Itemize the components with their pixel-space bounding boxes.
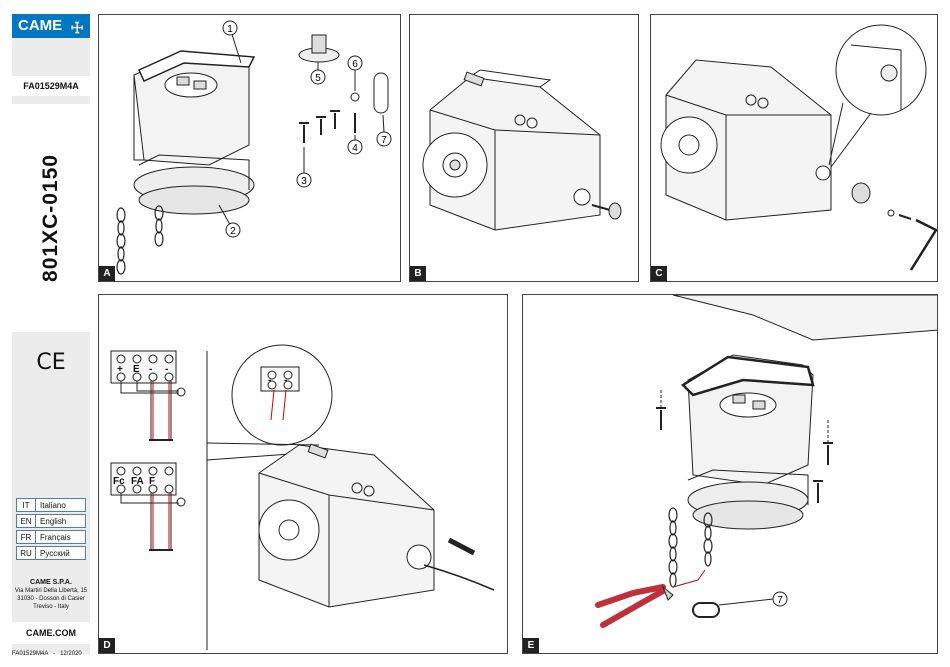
language-name: Italiano bbox=[35, 498, 86, 512]
panel-d-illustration: + E - - Fc FA F - - bbox=[110, 344, 495, 650]
language-name: Русский bbox=[35, 546, 86, 560]
ce-mark: CE bbox=[36, 350, 66, 375]
terminal-label: Fc bbox=[113, 476, 125, 487]
language-code: FR bbox=[16, 530, 35, 544]
panel-a-label: A bbox=[99, 266, 115, 281]
callout-7: 7 bbox=[777, 595, 783, 606]
language-item-ru[interactable]: RU Русский bbox=[16, 546, 86, 560]
model-box: 801XC-0150 bbox=[12, 104, 90, 332]
language-code: EN bbox=[16, 514, 35, 528]
page-footer: FA01529M4A - 12/2020 bbox=[12, 651, 82, 657]
panel-b-illustration bbox=[422, 69, 622, 231]
terminal-label: - bbox=[165, 364, 168, 375]
language-name: English bbox=[35, 514, 86, 528]
panel-a-illustration: 1 2 3 4 5 6 7 bbox=[116, 20, 392, 275]
language-item-en[interactable]: EN English bbox=[16, 514, 86, 528]
footer-separator: - bbox=[53, 651, 56, 657]
terminal-label: + bbox=[117, 364, 123, 375]
terminal-label: FA bbox=[131, 476, 144, 487]
language-item-fr[interactable]: FR Français bbox=[16, 530, 86, 544]
panel-e: 7 E bbox=[522, 294, 938, 654]
brand-name: CAME bbox=[18, 17, 63, 34]
panel-d: + E - - Fc FA F - - D bbox=[98, 294, 508, 654]
terminal-label: - bbox=[284, 375, 287, 386]
footer-date: 12/2020 bbox=[60, 651, 82, 657]
terminal-label: E bbox=[133, 364, 140, 375]
callout-5: 5 bbox=[315, 73, 321, 84]
sidebar: CAME ☩ FA01529M4A 801XC-0150 CE IT Itali… bbox=[12, 14, 90, 654]
terminal-label: - bbox=[149, 364, 152, 375]
company-address-line: 31030 - Dosson di Casier bbox=[17, 596, 85, 602]
footer-code: FA01529M4A bbox=[12, 651, 49, 657]
panel-b: B bbox=[409, 14, 639, 282]
callout-4: 4 bbox=[352, 143, 358, 154]
terminal-label: - bbox=[268, 375, 271, 386]
panel-e-illustration: 7 bbox=[595, 295, 937, 628]
company-address-line: Treviso - Italy bbox=[33, 604, 69, 610]
company-name: CAME S.P.A. bbox=[30, 579, 72, 586]
language-list: IT Italiano EN English FR Français RU Ру… bbox=[16, 498, 86, 562]
panel-c: C bbox=[650, 14, 938, 282]
language-code: IT bbox=[16, 498, 35, 512]
panel-c-illustration bbox=[660, 24, 937, 271]
brand-logo: CAME ☩ bbox=[12, 14, 90, 38]
language-code: RU bbox=[16, 546, 35, 560]
terminal-label: F bbox=[149, 476, 155, 487]
panel-d-label: D bbox=[99, 638, 115, 653]
brand-mark-icon: ☩ bbox=[70, 20, 84, 37]
company-address-line: Via Martiri Della Libertà, 15 bbox=[14, 588, 88, 594]
panel-e-label: E bbox=[523, 638, 539, 653]
website-link[interactable]: CAME.COM bbox=[12, 622, 90, 644]
callout-6: 6 bbox=[352, 59, 358, 70]
document-code: FA01529M4A bbox=[12, 76, 90, 96]
language-item-it[interactable]: IT Italiano bbox=[16, 498, 86, 512]
language-name: Français bbox=[35, 530, 86, 544]
callout-3: 3 bbox=[301, 176, 307, 187]
model-number: 801XC-0150 bbox=[39, 154, 62, 282]
callout-2: 2 bbox=[230, 226, 236, 237]
panel-a: 1 2 3 4 5 6 7 A bbox=[98, 14, 401, 282]
callout-1: 1 bbox=[227, 24, 233, 35]
panel-c-label: C bbox=[651, 266, 667, 281]
panel-b-label: B bbox=[410, 266, 426, 281]
company-info: CAME S.P.A. Via Martiri Della Libertà, 1… bbox=[12, 579, 90, 611]
callout-7: 7 bbox=[381, 135, 387, 146]
